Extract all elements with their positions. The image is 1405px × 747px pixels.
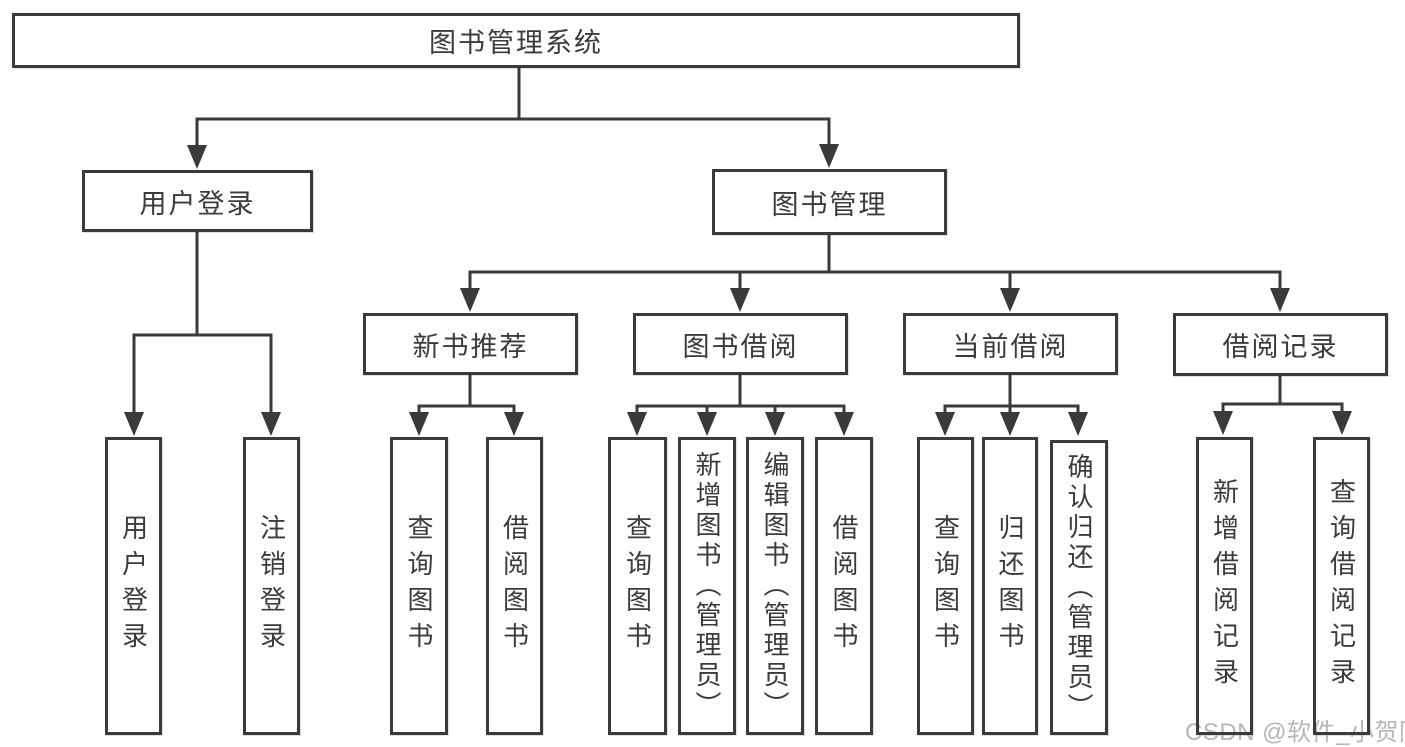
leaf-borrow-book: 借阅图书 (815, 437, 873, 735)
leaf-add-book-admin: 新增图书（管理员） (678, 437, 736, 735)
leaf-edit-book-admin: 编辑图书（管理员） (746, 437, 804, 735)
leaf-borrow-book-recommend: 借阅图书 (486, 437, 543, 735)
arrowheads (124, 144, 1352, 436)
leaf-confirm-return-admin: 确认归还（管理员） (1050, 440, 1108, 735)
csdn-watermark: CSDN @软件_小贺同学 (1185, 719, 1405, 746)
node-current-borrow: 当前借阅 (903, 313, 1118, 375)
leaf-query-book-current: 查询图书 (917, 437, 974, 735)
node-book-borrow: 图书借阅 (633, 313, 848, 375)
node-new-book-recommend: 新书推荐 (363, 313, 578, 375)
leaf-query-book-borrow: 查询图书 (608, 437, 667, 735)
leaf-add-borrow-record: 新增借阅记录 (1196, 437, 1253, 735)
node-book-management: 图书管理 (712, 169, 947, 235)
leaf-query-borrow-record: 查询借阅记录 (1313, 437, 1370, 735)
leaf-query-book-recommend: 查询图书 (390, 437, 448, 735)
leaf-user-login: 用户登录 (105, 437, 162, 735)
leaf-return-book: 归还图书 (982, 437, 1038, 735)
node-root-system: 图书管理系统 (12, 13, 1020, 68)
leaf-logout: 注销登录 (243, 437, 300, 735)
node-borrow-record: 借阅记录 (1173, 313, 1388, 376)
node-user-login: 用户登录 (82, 170, 313, 232)
